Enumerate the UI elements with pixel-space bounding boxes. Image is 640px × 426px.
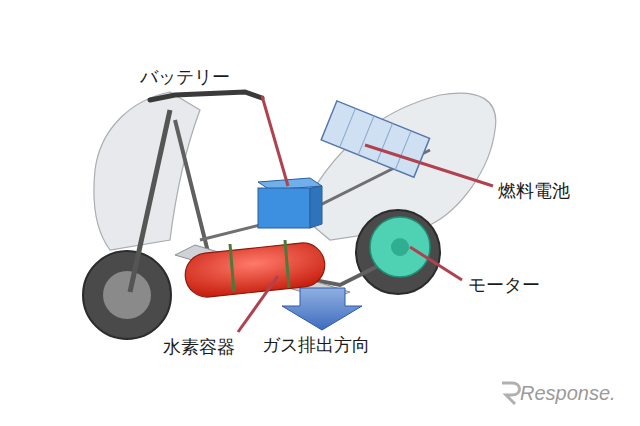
exhaust-arrow [282,288,362,330]
part-label: モーター [468,274,540,296]
direction-label: ガス排出方向 [262,334,370,356]
watermark: Response. [520,381,616,405]
part-label: バッテリー [140,66,230,88]
part-label: 燃料電池 [498,180,570,202]
part-label: 水素容器 [163,336,235,358]
watermark-mark [502,383,520,404]
leader-lines [238,96,493,332]
